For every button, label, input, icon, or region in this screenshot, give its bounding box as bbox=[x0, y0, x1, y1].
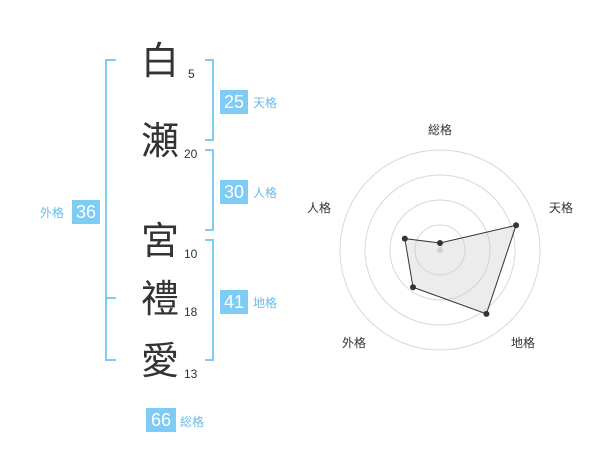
tenkaku-label: 天格 bbox=[253, 96, 278, 110]
radar-axis-label-tenkaku: 天格 bbox=[549, 201, 574, 215]
character-3: 宮 bbox=[140, 219, 179, 263]
jinkaku-value: 30 bbox=[220, 180, 248, 204]
radar-series-area bbox=[404, 224, 517, 315]
radar-ring bbox=[389, 199, 491, 301]
radar-chart bbox=[339, 149, 541, 351]
character-4: 禮 bbox=[140, 277, 179, 321]
character-2: 瀬 bbox=[140, 119, 179, 163]
radar-ring bbox=[364, 174, 516, 326]
radar-axis-label-soukaku: 総格 bbox=[428, 123, 453, 137]
soukaku-label: 総格 bbox=[180, 415, 205, 429]
radar-ring bbox=[339, 149, 541, 351]
character-3-strokes: 10 bbox=[184, 247, 198, 261]
radar-point-4 bbox=[410, 284, 416, 291]
jinkaku-label: 人格 bbox=[253, 186, 278, 200]
radar-axis-label-chikaku: 地格 bbox=[511, 336, 536, 350]
radar-point-3 bbox=[483, 310, 490, 317]
chikaku-label: 地格 bbox=[253, 296, 278, 310]
character-5-strokes: 13 bbox=[184, 367, 198, 381]
tenkaku-value: 25 bbox=[220, 90, 248, 114]
radar-ring bbox=[414, 224, 466, 276]
character-4-strokes: 18 bbox=[184, 305, 198, 319]
gaikaku-bracket bbox=[105, 59, 116, 361]
tenkaku-bracket bbox=[205, 59, 214, 141]
chikaku-value: 41 bbox=[220, 290, 248, 314]
character-1-strokes: 5 bbox=[188, 67, 195, 81]
radar-axis-label-jinkaku: 人格 bbox=[307, 201, 332, 215]
character-1: 白 bbox=[140, 39, 179, 83]
character-5: 愛 bbox=[140, 339, 179, 383]
character-2-strokes: 20 bbox=[184, 147, 198, 161]
radar-point-5 bbox=[401, 235, 408, 242]
radar-center bbox=[437, 247, 443, 253]
gaikaku-value: 36 bbox=[72, 200, 100, 224]
chikaku-bracket bbox=[205, 239, 214, 361]
gaikaku-label: 外格 bbox=[40, 206, 65, 220]
soukaku-value: 66 bbox=[146, 408, 176, 432]
radar-point-1 bbox=[437, 240, 443, 246]
radar-point-2 bbox=[513, 222, 520, 229]
jinkaku-bracket bbox=[205, 149, 214, 231]
radar-axis-label-gaikaku: 外格 bbox=[342, 336, 367, 350]
